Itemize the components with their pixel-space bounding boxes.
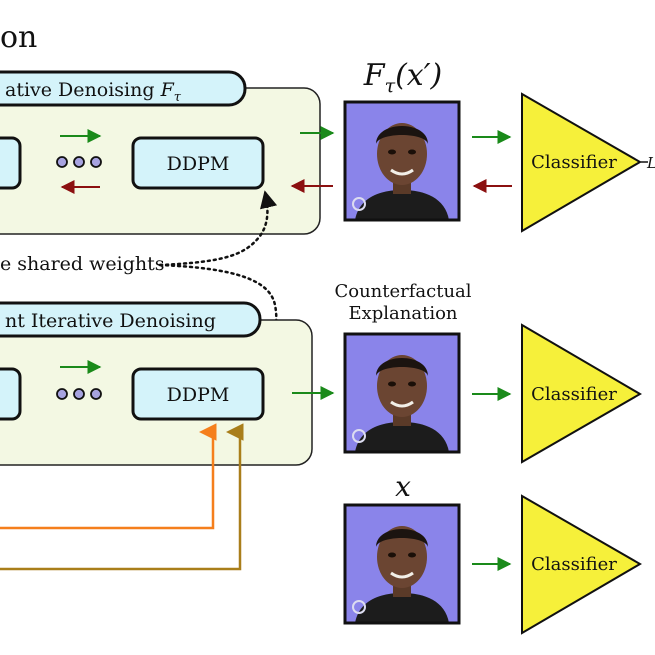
top-ddpm-label: DDPM bbox=[167, 153, 230, 175]
middle-image-label-line2: Explanation bbox=[348, 303, 457, 324]
title-fragment: on bbox=[0, 20, 37, 55]
classifier-label: Classifier bbox=[531, 384, 617, 405]
top-panel-tab bbox=[0, 70, 247, 107]
shared-weights-connector bbox=[158, 263, 281, 365]
middle-left-block bbox=[0, 367, 22, 421]
top-ddpm-block[interactable] bbox=[131, 136, 265, 190]
loss-fragment: L bbox=[646, 154, 655, 172]
classifier-label: Classifier bbox=[531, 554, 617, 575]
top-left-block bbox=[0, 136, 22, 190]
classifier-label: Classifier bbox=[531, 152, 617, 173]
classifier-triangle bbox=[521, 494, 642, 635]
middle-ddpm-label: DDPM bbox=[167, 384, 230, 406]
top-image-label: Fτ(x′) bbox=[363, 58, 442, 97]
middle-panel-tab-text: nt Iterative Denoising bbox=[5, 310, 216, 332]
ellipsis-dots-icon bbox=[56, 156, 102, 168]
orange-input-line bbox=[0, 423, 217, 530]
middle-panel-tab bbox=[0, 301, 262, 338]
classifier-triangle bbox=[521, 323, 642, 464]
face-portrait-icon bbox=[343, 100, 461, 222]
shared-weights-connector bbox=[158, 190, 278, 267]
bottom-image-label: x bbox=[395, 470, 411, 503]
gold-input-line bbox=[0, 423, 244, 571]
classifier-triangle bbox=[521, 92, 642, 233]
shared-weights-label: e shared weights bbox=[0, 253, 165, 275]
face-portrait-icon bbox=[343, 332, 461, 454]
face-portrait-icon bbox=[343, 503, 461, 625]
middle-ddpm-block[interactable] bbox=[131, 367, 265, 421]
ellipsis-dots-icon bbox=[56, 388, 102, 400]
top-panel-tab-text: ative Denoising Fτ bbox=[5, 79, 182, 105]
middle-image-label-line1: Counterfactual bbox=[334, 281, 471, 302]
